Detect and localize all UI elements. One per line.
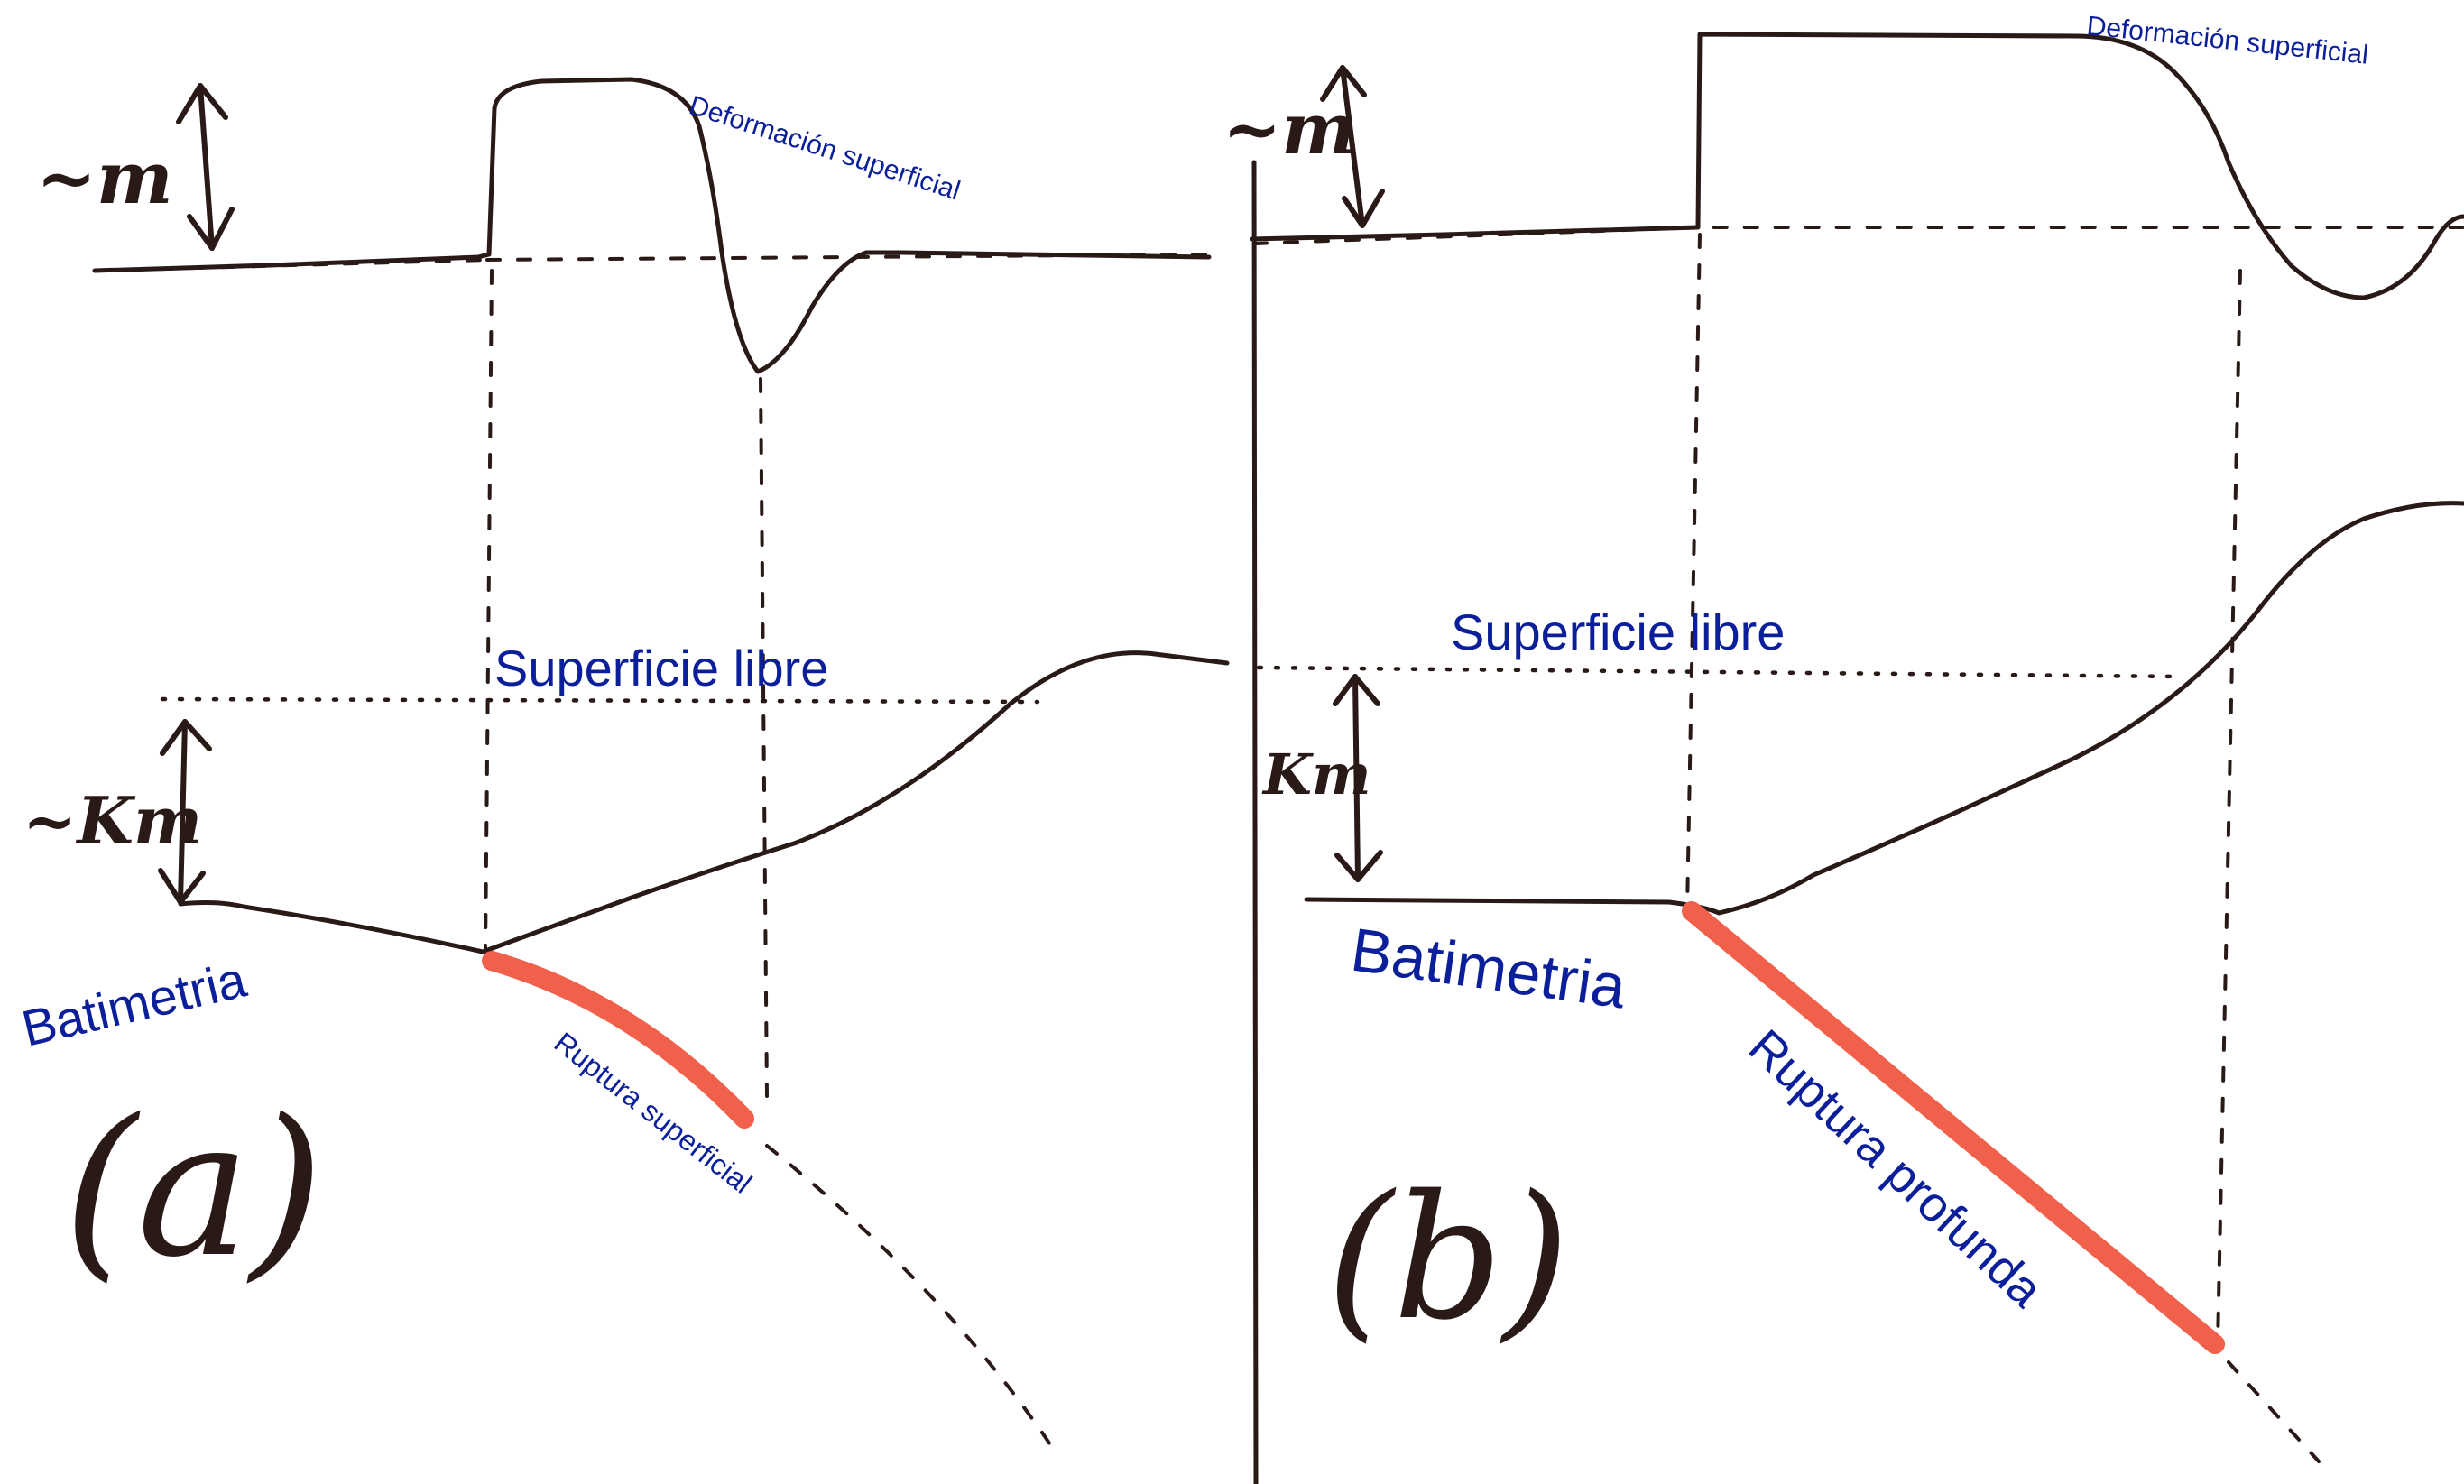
panel-a-free-surface-label: Superficie libre — [494, 640, 828, 696]
panel-b: ~m Superficie libre Km Batimetria Ruptur… — [1223, 11, 2464, 1463]
panel-a-surface-deformation-curve — [92, 77, 1212, 374]
panel-b-projection-left — [1685, 233, 1702, 913]
panel-b-bathymetry-label: Batimetria — [1347, 916, 1630, 1022]
panel-b-free-surface-label: Superficie libre — [1451, 604, 1785, 660]
panel-b-projection-right — [2216, 269, 2242, 1346]
panel-b-surface-deformation-curve — [1250, 32, 2464, 300]
svg-text:(a): (a) — [63, 1078, 324, 1299]
panel-b-label: (b) — [1326, 1158, 1570, 1358]
panel-b-undisturbed-surface — [1252, 226, 2464, 245]
panel-a: ~m Superficie libre ~Km Batimetria Ruptu… — [17, 77, 1230, 1454]
panel-a-deformation-scale-label: ~m — [36, 135, 173, 220]
panel-b-depth-scale-label: Km — [1261, 742, 1371, 807]
panel-b-fault-extension — [2227, 1360, 2321, 1463]
panel-a-bathymetry-label: Batimetria — [17, 950, 253, 1056]
panel-a-deformation-scale-arrow — [176, 83, 235, 251]
panel-divider — [1251, 160, 1259, 1484]
panel-a-surface-deformation-label: Deformación superficial — [686, 90, 964, 206]
svg-text:(b): (b) — [1326, 1158, 1570, 1358]
panel-b-surface-deformation-label: Deformación superficial — [2085, 11, 2369, 70]
panel-a-depth-scale-label: ~Km — [23, 782, 202, 859]
panel-a-fault-extension — [765, 1144, 1057, 1454]
panel-b-free-surface-line — [1256, 665, 2182, 679]
panel-b-deformation-scale-arrow — [1320, 65, 1385, 228]
panel-b-rupture — [1682, 901, 2225, 1354]
panel-a-free-surface-line — [160, 696, 1040, 705]
panel-a-projection-right — [759, 377, 769, 1098]
panel-b-depth-scale-arrow — [1333, 674, 1383, 882]
panel-b-deformation-scale-label: ~m — [1223, 88, 1356, 171]
panel-a-label: (a) — [63, 1078, 324, 1299]
panel-b-bathymetry-curve — [1304, 501, 2464, 916]
panel-a-bathymetry-curve — [178, 650, 1230, 954]
panel-a-rupture — [482, 951, 754, 1129]
panel-a-projection-left — [484, 269, 494, 954]
